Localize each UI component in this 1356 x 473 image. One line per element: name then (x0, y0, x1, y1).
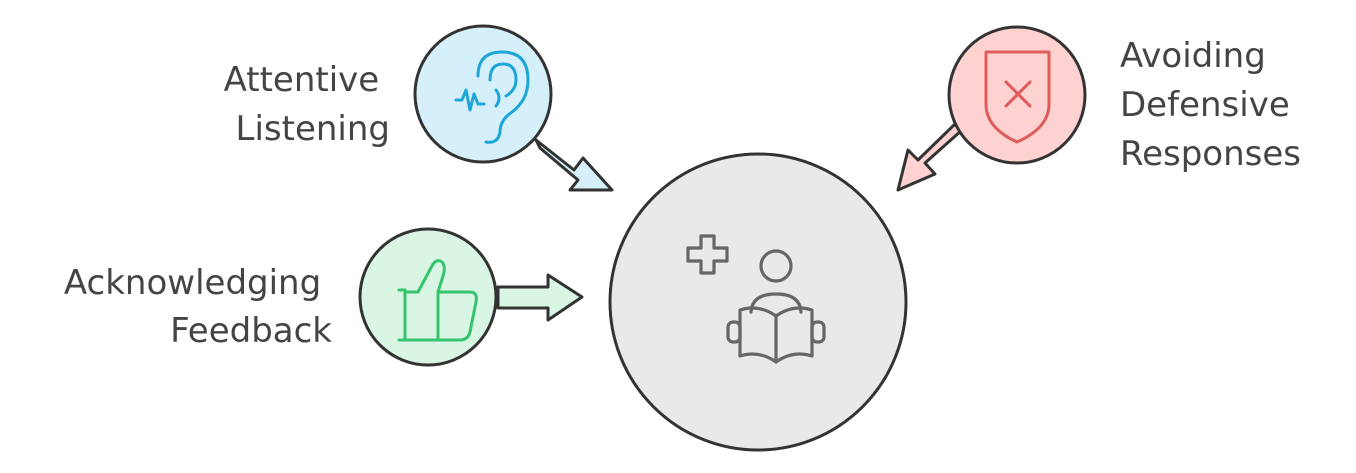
label-line: Attentive (224, 60, 380, 100)
acknowledging-feedback-node (358, 227, 498, 367)
label-line: Defensive (1120, 85, 1290, 125)
shield-x-icon (984, 50, 1051, 144)
ear-icon (454, 50, 530, 144)
arrow-avoiding-defensive (896, 122, 964, 192)
label-line: Responses (1120, 134, 1301, 174)
attentive-listening-node (413, 24, 553, 164)
acknowledging-feedback-label: Acknowledging Feedback (64, 263, 332, 351)
avoiding-defensive-node (947, 25, 1087, 165)
attentive-listening-label: Attentive Listening (224, 60, 390, 149)
avoiding-defensive-label: Avoiding Defensive Responses (1120, 36, 1301, 174)
person-reading-plus-icon (686, 234, 826, 364)
label-line: Listening (236, 109, 390, 149)
arrow-attentive-listening (534, 138, 614, 192)
arrow-acknowledging-feedback (496, 273, 584, 322)
thumbs-up-icon (397, 259, 478, 342)
center-node (608, 152, 908, 452)
label-line: Acknowledging (64, 263, 321, 303)
label-line: Feedback (170, 311, 332, 351)
label-line: Avoiding (1120, 36, 1266, 76)
